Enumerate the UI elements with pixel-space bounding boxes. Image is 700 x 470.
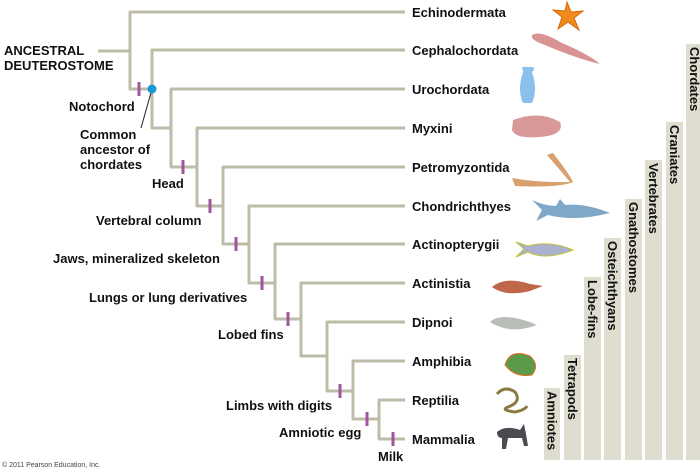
frog-icon bbox=[504, 353, 536, 376]
clade-label: Osteichthyans bbox=[605, 241, 620, 331]
common-ancestor-line3: chordates bbox=[80, 157, 143, 172]
taxon-dipnoi: Dipnoi bbox=[412, 315, 453, 330]
coelacanth-icon bbox=[492, 280, 543, 294]
shark-icon bbox=[532, 199, 610, 221]
common-ancestor-node bbox=[147, 84, 157, 94]
character-vertebral-column: Vertebral column bbox=[96, 213, 202, 228]
taxon-amphibia: Amphibia bbox=[412, 354, 472, 369]
clade-bar-gnathostomes: Gnathostomes bbox=[625, 199, 642, 460]
starfish-icon bbox=[551, 0, 585, 32]
character-tick bbox=[391, 432, 395, 446]
taxon-myxini: Myxini bbox=[412, 121, 453, 136]
character-tick bbox=[181, 160, 185, 174]
tunicate-icon bbox=[520, 66, 535, 103]
clade-bar-chordates: Chordates bbox=[686, 44, 700, 460]
clade-label: Craniates bbox=[667, 125, 682, 185]
lamprey-icon bbox=[512, 153, 573, 187]
clade-label: Tetrapods bbox=[565, 358, 580, 420]
taxon-cephalochordata: Cephalochordata bbox=[412, 43, 519, 58]
root-label: ANCESTRAL DEUTEROSTOME bbox=[4, 43, 114, 73]
character-tick bbox=[260, 276, 264, 290]
snake-icon bbox=[495, 387, 529, 414]
leader-line bbox=[140, 88, 153, 129]
character-tick bbox=[338, 384, 342, 398]
copyright: © 2011 Pearson Education, Inc. bbox=[2, 462, 101, 469]
clade-bar-osteichthyans: Osteichthyans bbox=[604, 238, 621, 460]
taxon-actinopterygii: Actinopterygii bbox=[412, 237, 500, 252]
clade-label: Amniotes bbox=[544, 391, 560, 451]
wildebeest-icon bbox=[497, 424, 528, 449]
taxon-chondrichthyes: Chondrichthyes bbox=[412, 199, 511, 214]
common-ancestor-line2: ancestor of bbox=[80, 142, 151, 157]
taxon-mammalia: Mammalia bbox=[412, 432, 475, 447]
clade-bar-lobe-fins: Lobe-fins bbox=[584, 277, 601, 460]
character-notochord: Notochord bbox=[69, 99, 135, 114]
taxon-echinodermata: Echinodermata bbox=[412, 5, 506, 20]
common-ancestor-line1: Common bbox=[80, 127, 137, 142]
character-limbs: Limbs with digits bbox=[226, 398, 333, 413]
character-jaws: Jaws, mineralized skeleton bbox=[53, 251, 220, 266]
character-milk: Milk bbox=[378, 449, 404, 464]
taxon-actinistia: Actinistia bbox=[412, 276, 471, 291]
character-tick bbox=[286, 312, 290, 326]
branch bbox=[299, 281, 405, 358]
branch bbox=[128, 10, 405, 91]
common-ancestor-label: Common ancestor of chordates bbox=[80, 127, 150, 172]
clade-label: Vertebrates bbox=[646, 163, 661, 234]
branch bbox=[325, 320, 405, 393]
character-tick bbox=[137, 82, 141, 96]
clade-bar-amniotes: Amniotes bbox=[544, 388, 560, 460]
root-label-line2: DEUTEROSTOME bbox=[4, 58, 114, 73]
character-tick bbox=[208, 199, 212, 213]
clade-bar-vertebrates: Vertebrates bbox=[645, 160, 662, 460]
clade-bar-craniates: Craniates bbox=[666, 122, 683, 460]
hagfish-icon bbox=[512, 115, 561, 138]
clade-label: Gnathostomes bbox=[626, 202, 641, 294]
root-label-line1: ANCESTRAL bbox=[4, 43, 85, 58]
character-head: Head bbox=[152, 176, 184, 191]
character-lobed-fins: Lobed fins bbox=[218, 327, 284, 342]
taxon-urochordata: Urochordata bbox=[412, 82, 490, 97]
lancelet-icon bbox=[531, 33, 600, 64]
clade-label: Lobe-fins bbox=[585, 280, 600, 339]
bony-fish-icon bbox=[515, 241, 575, 258]
character-tick bbox=[234, 237, 238, 251]
character-amniotic-egg: Amniotic egg bbox=[279, 425, 362, 440]
character-lungs: Lungs or lung derivatives bbox=[89, 290, 248, 305]
taxon-petromyzontida: Petromyzontida bbox=[412, 160, 510, 175]
taxon-reptilia: Reptilia bbox=[412, 393, 459, 408]
character-tick bbox=[365, 412, 369, 426]
clade-bar-tetrapods: Tetrapods bbox=[564, 355, 581, 460]
clade-label: Chordates bbox=[687, 47, 700, 112]
lungfish-icon bbox=[490, 317, 537, 330]
